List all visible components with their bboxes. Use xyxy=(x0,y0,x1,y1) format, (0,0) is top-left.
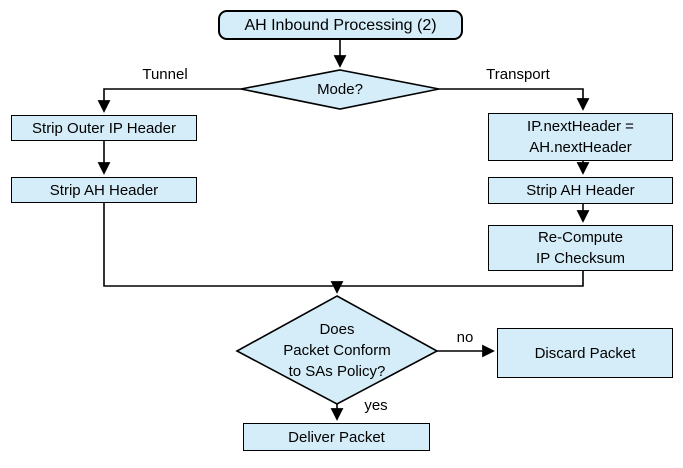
node-ip-nextheader-assign: IP.nextHeader = AH.nextHeader xyxy=(488,113,673,161)
node-strip-outer-ip-header: Strip Outer IP Header xyxy=(11,115,197,141)
decision-policy-shape xyxy=(235,295,439,405)
decision-mode-shape xyxy=(240,69,440,110)
connector-tunnel-merge xyxy=(103,203,337,287)
node-recompute-ip-checksum: Re-Compute IP Checksum xyxy=(488,225,673,271)
connector-transport-merge xyxy=(337,271,584,287)
connector-mode-to-tunnel xyxy=(97,88,241,113)
edge-label-transport: Transport xyxy=(486,66,550,83)
edge-label-yes: yes xyxy=(364,397,388,414)
node-strip-ah-header-transport: Strip AH Header xyxy=(488,177,673,204)
node-discard-packet: Discard Packet xyxy=(497,328,673,378)
connector-mode-to-transport xyxy=(439,88,590,111)
node-deliver-packet: Deliver Packet xyxy=(243,423,430,451)
edge-label-tunnel: Tunnel xyxy=(142,66,188,83)
node-strip-ah-header-tunnel: Strip AH Header xyxy=(11,177,197,203)
edge-label-no: no xyxy=(456,329,474,346)
node-ah-inbound-processing: AH Inbound Processing (2) xyxy=(218,10,463,40)
